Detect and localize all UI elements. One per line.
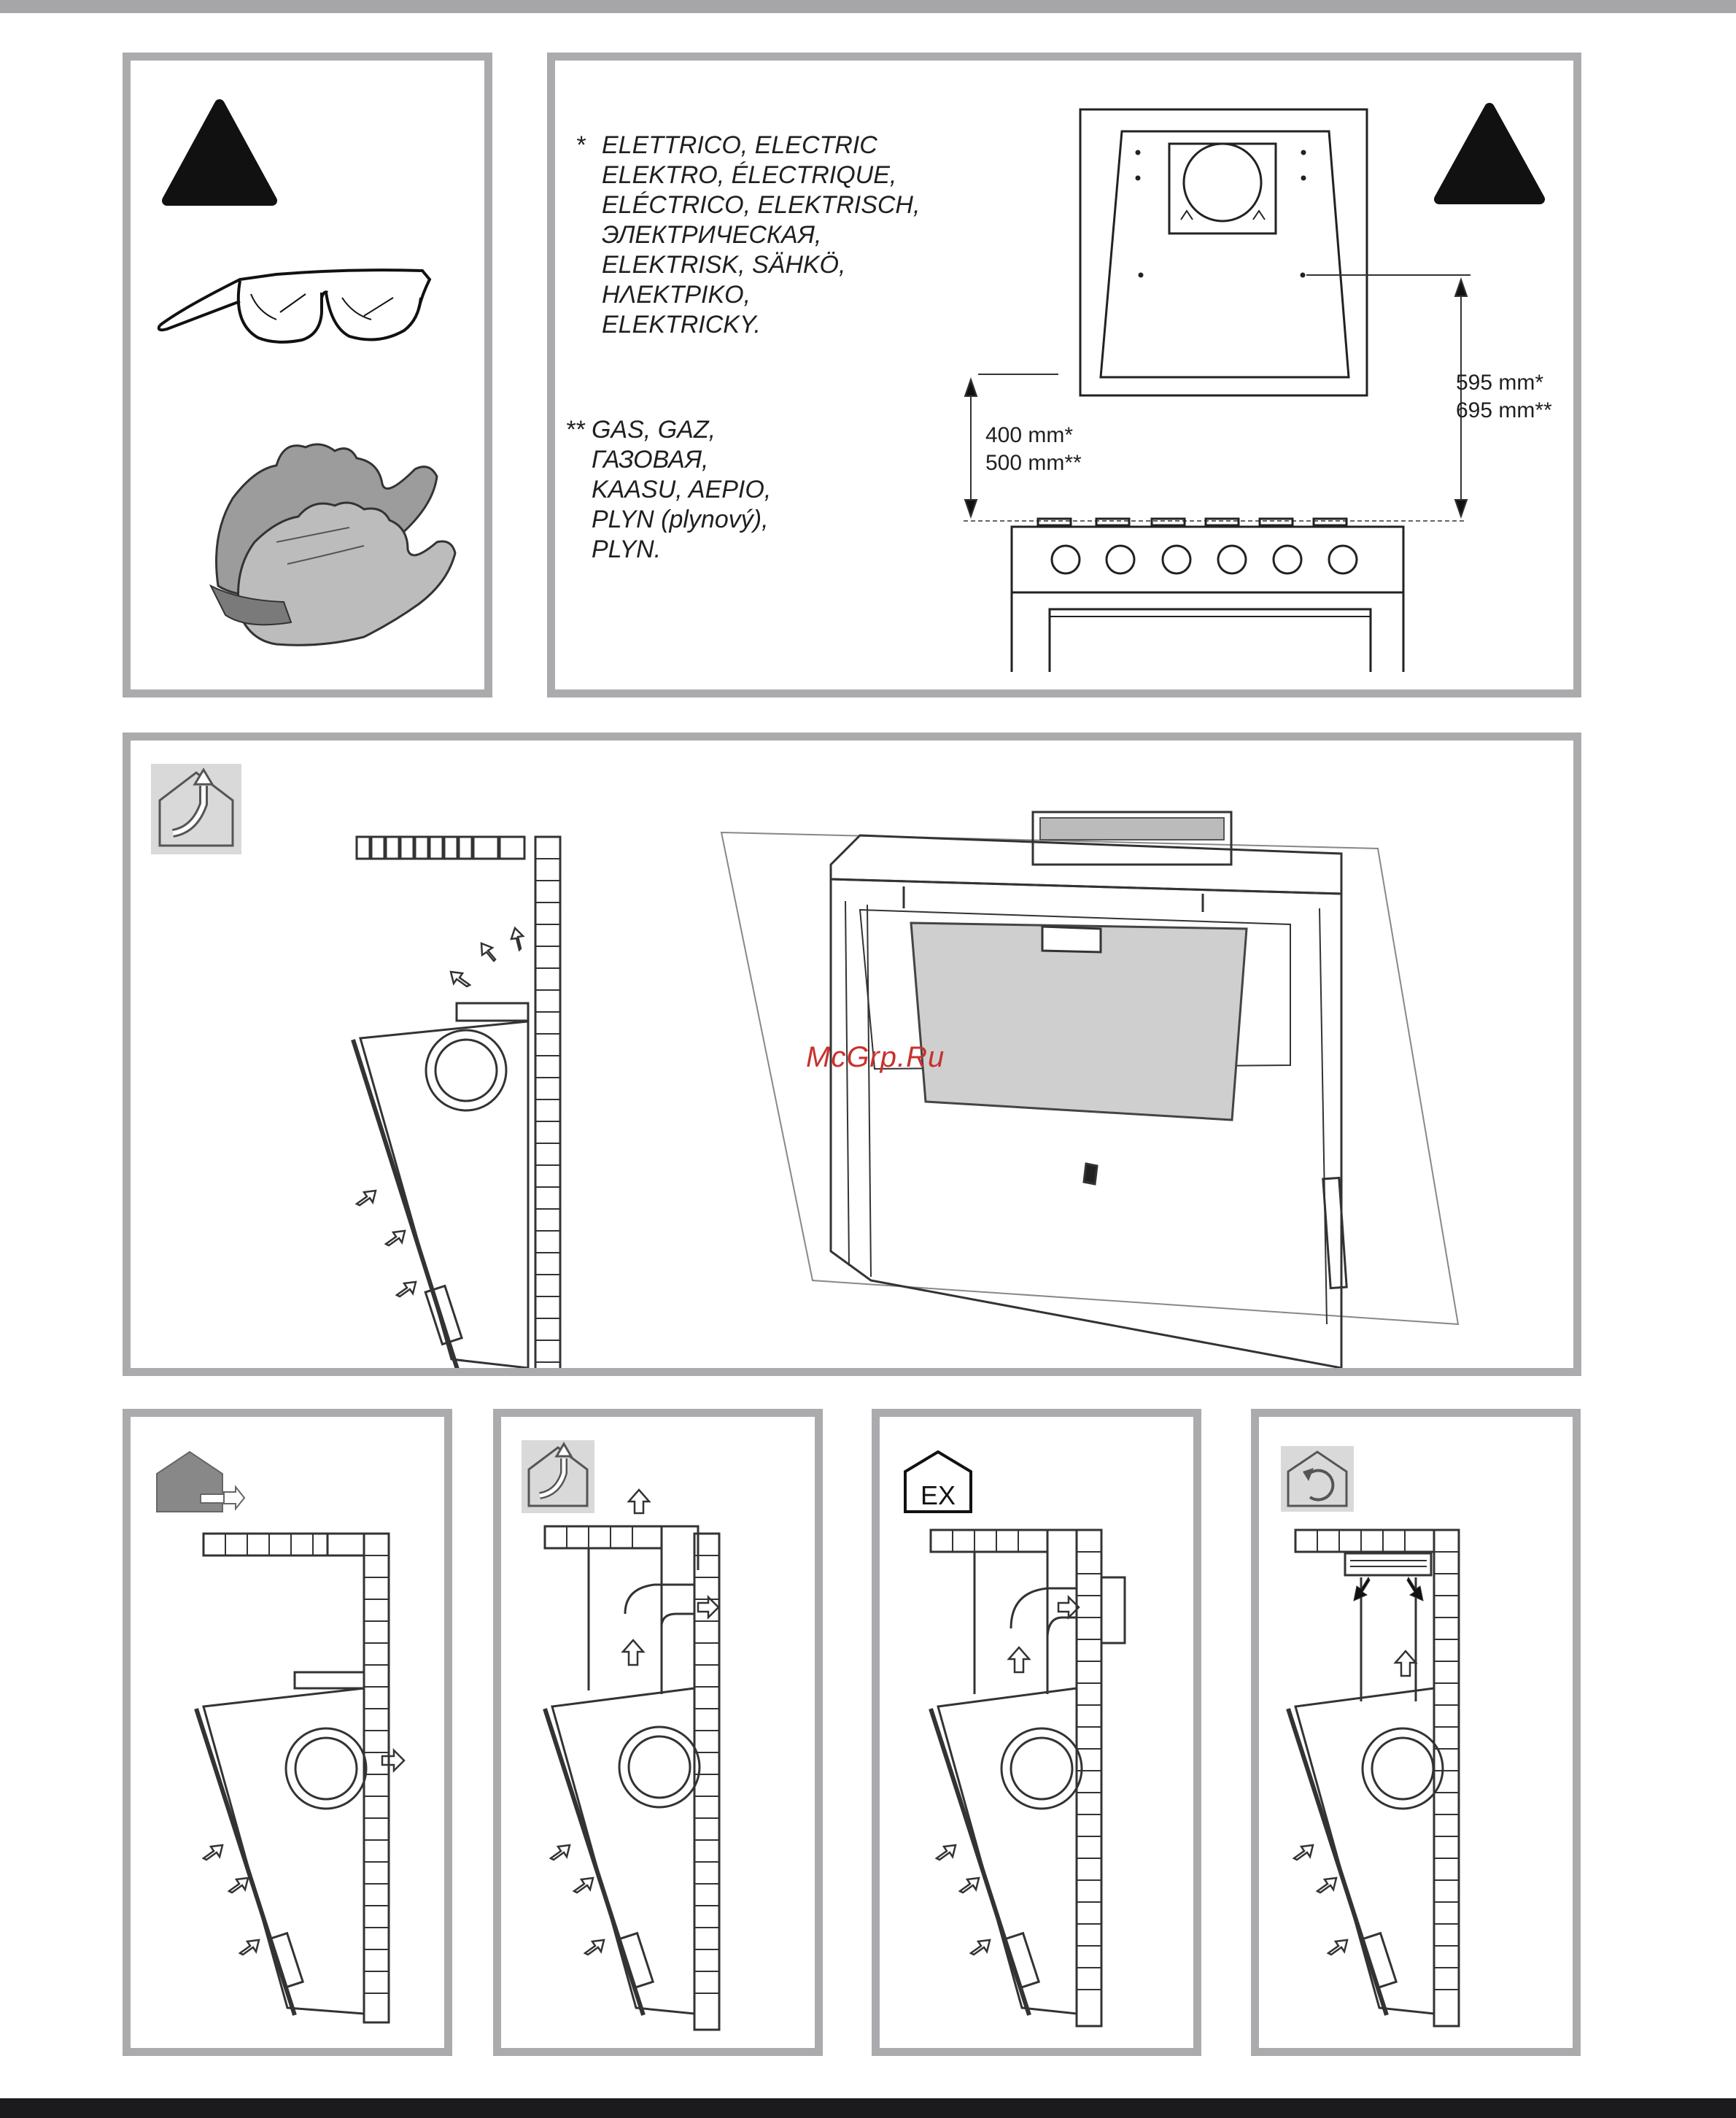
gas-marker: ** (565, 415, 584, 445)
brick-wall-top (357, 837, 472, 859)
dimension-lines (964, 275, 1470, 521)
warning-triangle-icon (167, 104, 272, 201)
overview-panel: McGrp.Ru (123, 733, 1581, 1376)
distance-electric: 400 mm* (985, 422, 1082, 449)
top-bar (0, 0, 1736, 13)
electric-line: HΛEKTPIKO, (602, 280, 920, 310)
safety-gloves-icon (211, 444, 455, 645)
electric-line: ЭЛЕКТРИЧЕСКАЯ, (602, 220, 920, 250)
electric-line: ELÉCTRICO, ELEKTRISCH, (602, 190, 920, 220)
hood-back-panel (1080, 109, 1367, 395)
mode-panel-recirculation (1251, 1409, 1581, 2056)
warning-triangle-icon (1439, 108, 1540, 199)
safety-glasses-icon (159, 270, 430, 342)
bottom-bar (0, 2098, 1736, 2118)
watermark: McGrp.Ru (806, 1041, 945, 1074)
recirculation-icon (1281, 1446, 1354, 1512)
electric-line: ELEKTRISK, SÄHKÖ, (602, 250, 920, 280)
side-section-drawing (353, 837, 560, 1368)
mode-panel-ex: EX (872, 1409, 1201, 2056)
gas-line: PLYN (plynový), (592, 505, 771, 535)
hole-distance-label: 595 mm* 695 mm** (1456, 369, 1552, 425)
gas-line: GAS, GAZ, (592, 415, 771, 445)
electric-line: ELEKTRICKY. (602, 310, 920, 340)
mode-panel-rear-exhaust (123, 1409, 452, 2056)
distance-gas: 500 mm** (985, 449, 1082, 477)
electric-line: ELETTRICO, ELECTRIC (602, 131, 920, 161)
electric-marker: * (576, 131, 585, 161)
brick-wall-side (473, 837, 560, 1368)
hood-3d-drawing (721, 812, 1458, 1368)
ducted-house-icon (151, 764, 241, 854)
ex-icon-label: EX (921, 1480, 956, 1510)
distance-gas: 695 mm** (1456, 397, 1552, 425)
cooker-illustration (1012, 519, 1403, 672)
rear-exhaust-icon (157, 1452, 244, 1512)
gas-line: KAASU, AEPIO, (592, 475, 771, 505)
mode-panel-ducted (493, 1409, 823, 2056)
distances-panel: * ELETTRICO, ELECTRIC ELEKTRO, ÉLECTRIQU… (547, 53, 1581, 697)
distance-electric: 595 mm* (1456, 369, 1552, 397)
ex-icon: EX (905, 1452, 971, 1512)
safety-panel (123, 53, 492, 697)
electric-line: ELEKTRO, ÉLECTRIQUE, (602, 161, 920, 190)
cooker-distance-label: 400 mm* 500 mm** (985, 422, 1082, 477)
gas-line: PLYN. (592, 535, 771, 565)
ducted-house-icon (522, 1440, 594, 1513)
gas-line: ГАЗОВАЯ, (592, 445, 771, 475)
